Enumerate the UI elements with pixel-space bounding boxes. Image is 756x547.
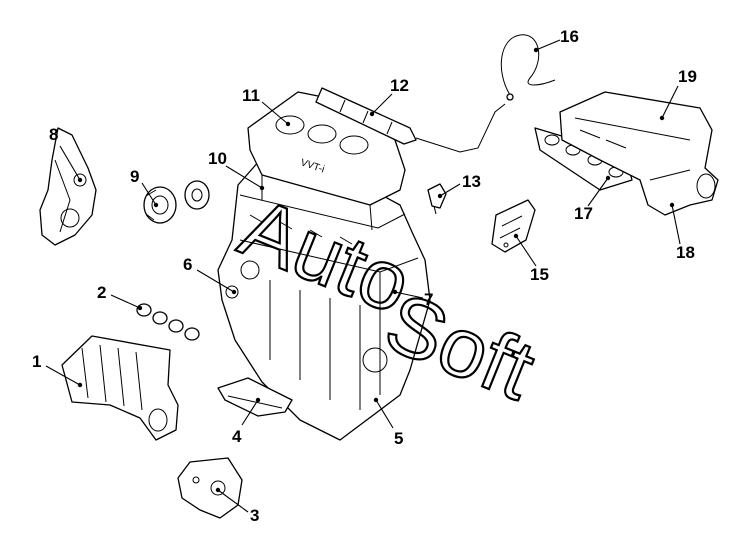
callout-16: 16 xyxy=(560,27,579,46)
callout-numbers: 1 2 3 4 5 6 7 8 9 10 11 12 13 15 16 17 1… xyxy=(32,27,697,525)
part-intake-gasket xyxy=(136,303,200,341)
part-bracket xyxy=(491,199,536,253)
callout-13: 13 xyxy=(462,172,481,191)
callout-6: 6 xyxy=(183,255,192,274)
part-engine-block xyxy=(217,159,431,441)
callout-8: 8 xyxy=(49,125,58,144)
part-intake-manifold xyxy=(61,335,179,441)
callout-17: 17 xyxy=(574,204,593,223)
callout-10: 10 xyxy=(208,149,227,168)
part-sensor xyxy=(427,183,447,215)
callout-18: 18 xyxy=(676,243,695,262)
callout-1: 1 xyxy=(32,352,41,371)
leader-lines xyxy=(45,39,681,513)
part-oil-pump xyxy=(177,457,243,519)
callout-12: 12 xyxy=(390,76,409,95)
part-oil-pan xyxy=(217,377,293,417)
callout-19: 19 xyxy=(678,67,697,86)
callout-11: 11 xyxy=(242,86,260,105)
callout-4: 4 xyxy=(232,427,242,446)
part-timing-cover xyxy=(39,127,97,246)
part-exhaust-manifold xyxy=(559,91,719,216)
part-timing-sprocket xyxy=(184,180,210,210)
callout-3: 3 xyxy=(250,506,259,525)
callout-2: 2 xyxy=(97,283,106,302)
part-wiring-harness xyxy=(500,34,556,101)
callout-15: 15 xyxy=(530,265,549,284)
part-fuel-rail xyxy=(315,87,506,153)
part-crank-pulley xyxy=(143,186,177,224)
callout-7: 7 xyxy=(424,290,433,309)
callout-9: 9 xyxy=(130,167,139,186)
callout-5: 5 xyxy=(394,429,403,448)
